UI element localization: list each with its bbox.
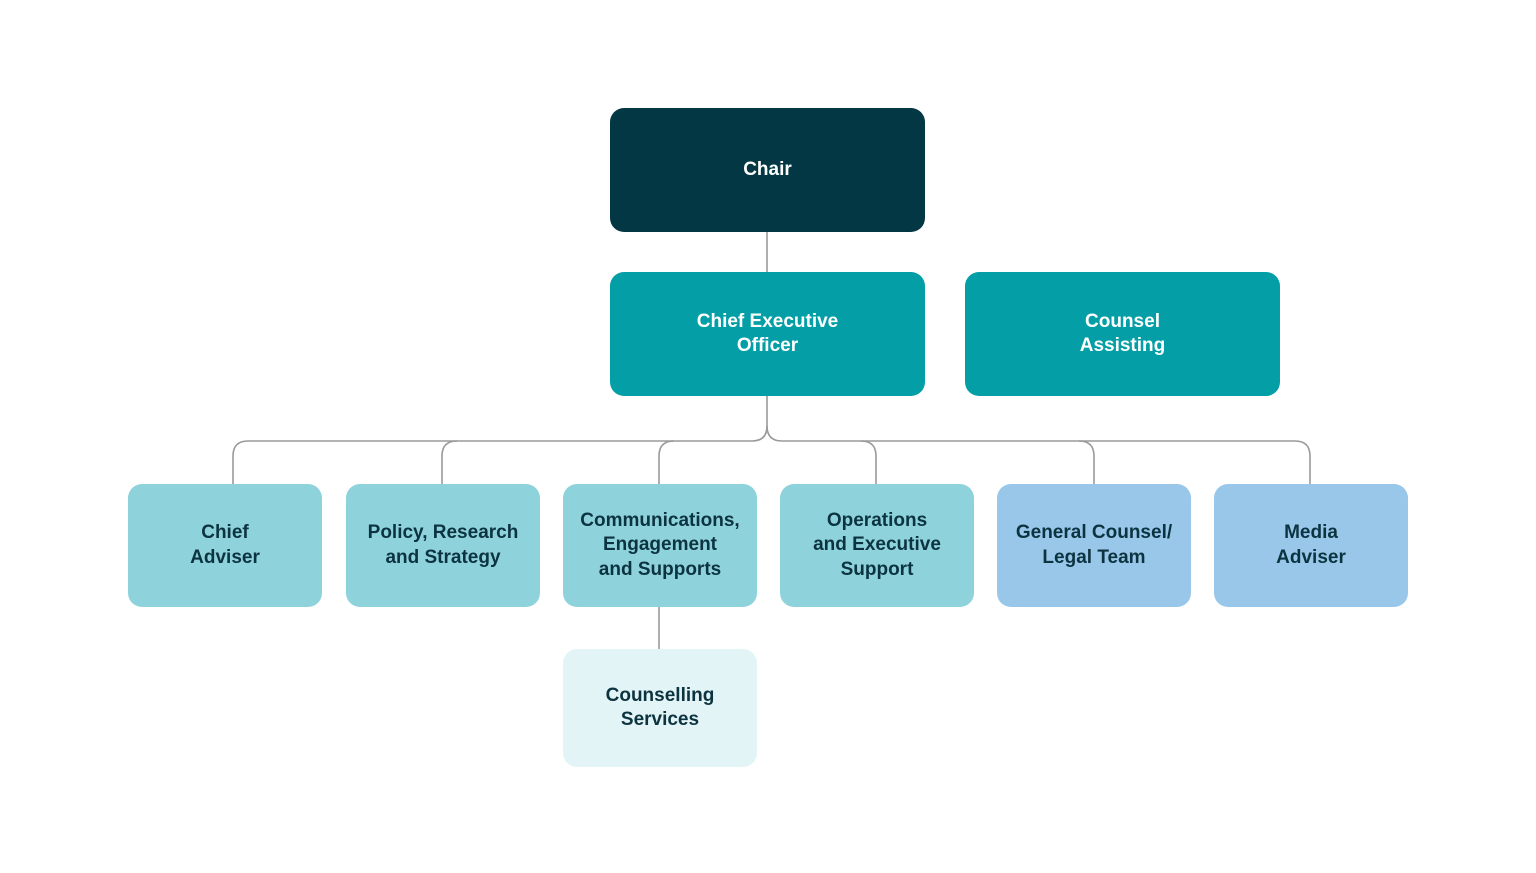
general-counsel-legal-team-label: General Counsel/ Legal Team — [1015, 522, 1173, 568]
connector-ceo-to-units-right — [766, 425, 1311, 484]
chair-box: Chair — [610, 108, 925, 232]
chief-adviser-label: Chief Adviser — [190, 522, 260, 568]
counselling-services-box: Counselling Services — [563, 649, 757, 767]
connector-branch-operations — [860, 440, 877, 484]
communications-engagement-supports-label: Communications, Engagement and Supports — [580, 509, 740, 580]
general-counsel-legal-team-box: General Counsel/ Legal Team — [997, 484, 1191, 607]
policy-research-strategy-box: Policy, Research and Strategy — [346, 484, 540, 607]
media-adviser-box: Media Adviser — [1214, 484, 1408, 607]
counsel-assisting-box: Counsel Assisting — [965, 272, 1280, 396]
connector-ceo-to-units — [232, 425, 768, 484]
ceo-label: Chief Executive Officer — [696, 310, 839, 357]
connector-branch-communications — [658, 440, 675, 484]
connector-branch-legal — [1078, 440, 1095, 484]
media-adviser-label: Media Adviser — [1276, 522, 1346, 568]
communications-engagement-supports-box: Communications, Engagement and Supports — [563, 484, 757, 607]
policy-research-strategy-label: Policy, Research and Strategy — [367, 522, 519, 568]
connector-branch-policy — [441, 440, 458, 484]
operations-executive-support-label: Operations and Executive Support — [813, 509, 941, 580]
operations-executive-support-box: Operations and Executive Support — [780, 484, 974, 607]
ceo-box: Chief Executive Officer — [610, 272, 925, 396]
counsel-assisting-label: Counsel Assisting — [1079, 310, 1166, 357]
chief-adviser-box: Chief Adviser — [128, 484, 322, 607]
chair-label: Chair — [743, 158, 792, 180]
counselling-services-label: Counselling Services — [605, 684, 715, 731]
